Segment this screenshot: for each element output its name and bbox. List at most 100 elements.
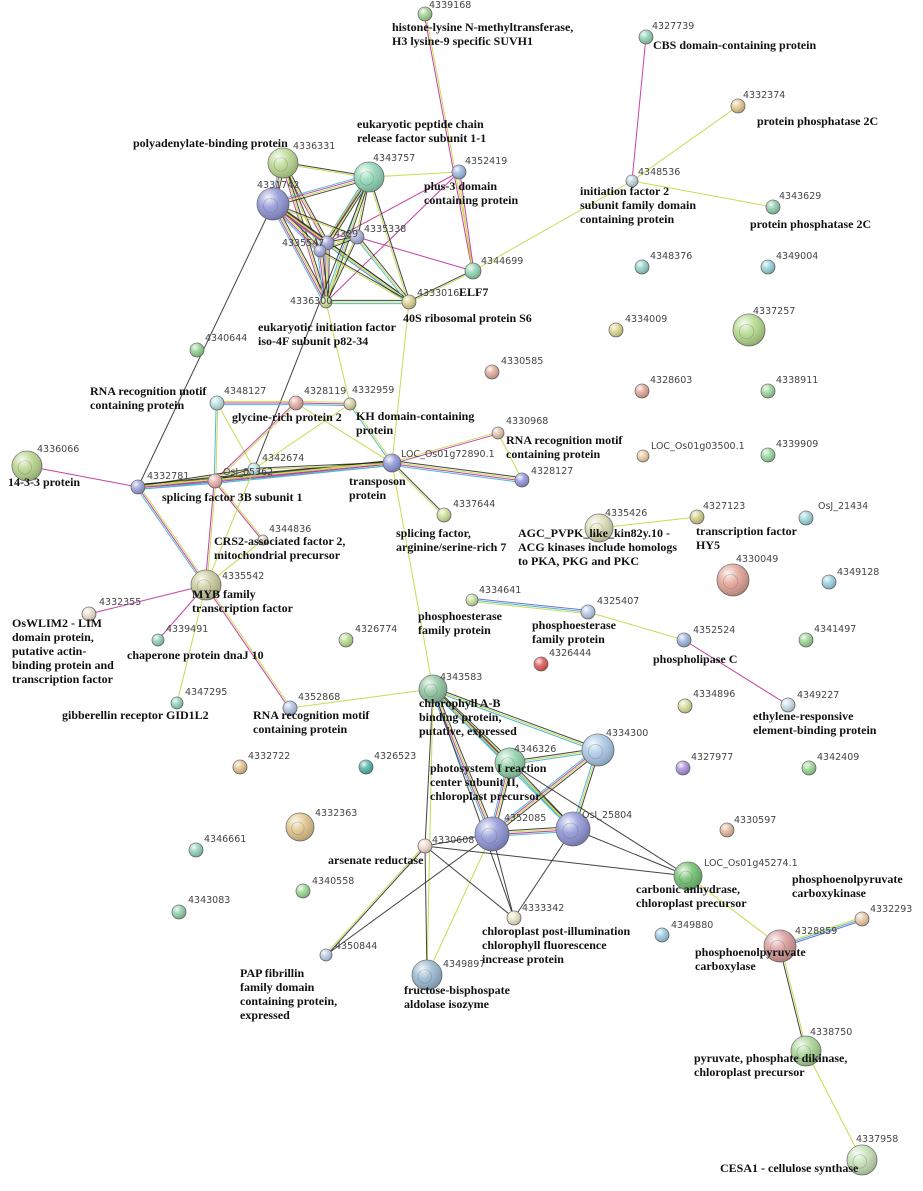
protein-node[interactable] (798, 632, 814, 648)
protein-node[interactable] (555, 811, 591, 847)
node-shine (761, 384, 775, 398)
protein-node[interactable] (821, 574, 837, 590)
node-shine (339, 633, 353, 647)
protein-node[interactable] (677, 698, 693, 714)
protein-name-line: containing protein (506, 447, 600, 461)
edge-n4343583-n4333342 (432, 688, 515, 919)
edge-strand-textmining (205, 468, 255, 586)
protein-node[interactable] (638, 29, 654, 45)
protein-node[interactable] (417, 6, 433, 22)
protein-node[interactable] (765, 199, 781, 215)
protein-node[interactable] (763, 929, 797, 963)
protein-node[interactable] (257, 534, 269, 546)
protein-node[interactable] (634, 383, 650, 399)
protein-name-line: subunit family domain (580, 198, 696, 212)
protein-node[interactable] (790, 1035, 822, 1067)
protein-node[interactable] (514, 472, 530, 488)
protein-node[interactable] (151, 633, 165, 647)
edge-strand-coexpression (326, 846, 426, 956)
protein-node[interactable] (188, 842, 204, 858)
protein-node[interactable] (506, 910, 522, 926)
protein-node[interactable] (401, 294, 417, 310)
protein-node[interactable] (465, 593, 479, 607)
protein-node[interactable] (288, 395, 304, 411)
protein-node[interactable] (760, 447, 776, 463)
node-id-label: 4326444 (549, 648, 591, 659)
edge-strand-coexpression (327, 242, 330, 303)
protein-node[interactable] (675, 760, 691, 776)
protein-node[interactable] (494, 747, 526, 779)
protein-node[interactable] (780, 697, 796, 713)
protein-node[interactable] (190, 569, 222, 601)
protein-name-label: histone-lysine N-methyltransferase,H3 ly… (392, 20, 573, 48)
protein-name-line: phosphoesterase (418, 609, 503, 623)
protein-node[interactable] (654, 927, 670, 943)
protein-node[interactable] (349, 229, 365, 245)
protein-node[interactable] (319, 948, 333, 962)
protein-node[interactable] (719, 822, 735, 838)
protein-name-line: chloroplast precursor (636, 896, 747, 910)
protein-node[interactable] (343, 397, 357, 411)
node-shine (781, 698, 795, 712)
protein-node[interactable] (11, 450, 43, 482)
protein-node[interactable] (689, 509, 705, 525)
protein-node[interactable] (464, 262, 482, 280)
protein-node[interactable] (636, 449, 650, 463)
protein-node[interactable] (267, 147, 299, 179)
protein-node[interactable] (130, 479, 146, 495)
protein-node[interactable] (417, 838, 433, 854)
node-id-label: 4332363 (315, 808, 357, 819)
protein-node[interactable] (730, 98, 746, 114)
edge-n4343757-n4331742 (272, 174, 370, 207)
protein-node[interactable] (358, 759, 374, 775)
protein-node[interactable] (854, 911, 870, 927)
node-shine (556, 812, 590, 846)
protein-node[interactable] (189, 342, 205, 358)
protein-node[interactable] (760, 383, 776, 399)
protein-node[interactable] (319, 295, 333, 309)
protein-node[interactable] (474, 816, 510, 852)
protein-node[interactable] (608, 322, 624, 338)
protein-node[interactable] (676, 632, 692, 648)
protein-node[interactable] (382, 453, 402, 473)
protein-node[interactable] (716, 563, 750, 597)
protein-node[interactable] (313, 244, 327, 258)
protein-node[interactable] (282, 700, 298, 716)
protein-node[interactable] (81, 606, 97, 622)
protein-node[interactable] (673, 861, 703, 891)
edge-n4335547-n4336300 (317, 250, 329, 303)
protein-node[interactable] (581, 733, 615, 767)
protein-node[interactable] (798, 510, 814, 526)
protein-node[interactable] (580, 604, 596, 620)
protein-node[interactable] (533, 656, 549, 672)
protein-node[interactable] (584, 513, 614, 543)
protein-node[interactable] (170, 696, 184, 710)
edge-n4344699-n4335338 (356, 236, 474, 272)
protein-node[interactable] (491, 426, 505, 440)
protein-node[interactable] (285, 812, 315, 842)
protein-node[interactable] (295, 883, 311, 899)
protein-name-line: to PKA, PKG and PKC (518, 554, 639, 568)
protein-node[interactable] (801, 760, 817, 776)
protein-node[interactable] (411, 959, 443, 991)
protein-node[interactable] (846, 1144, 878, 1176)
node-id-label: 4352524 (693, 625, 735, 636)
protein-node[interactable] (634, 259, 650, 275)
protein-node[interactable] (256, 187, 290, 221)
protein-node[interactable] (484, 364, 500, 380)
protein-node[interactable] (353, 161, 385, 193)
protein-node[interactable] (760, 259, 776, 275)
protein-node[interactable] (247, 462, 261, 476)
protein-node[interactable] (171, 904, 187, 920)
protein-node[interactable] (232, 759, 248, 775)
protein-node[interactable] (418, 674, 448, 704)
protein-node[interactable] (436, 507, 452, 523)
protein-node[interactable] (338, 632, 354, 648)
protein-node[interactable] (451, 164, 467, 180)
protein-node[interactable] (625, 174, 639, 188)
protein-node[interactable] (732, 313, 766, 347)
protein-node[interactable] (209, 395, 225, 411)
protein-node[interactable] (207, 473, 223, 489)
